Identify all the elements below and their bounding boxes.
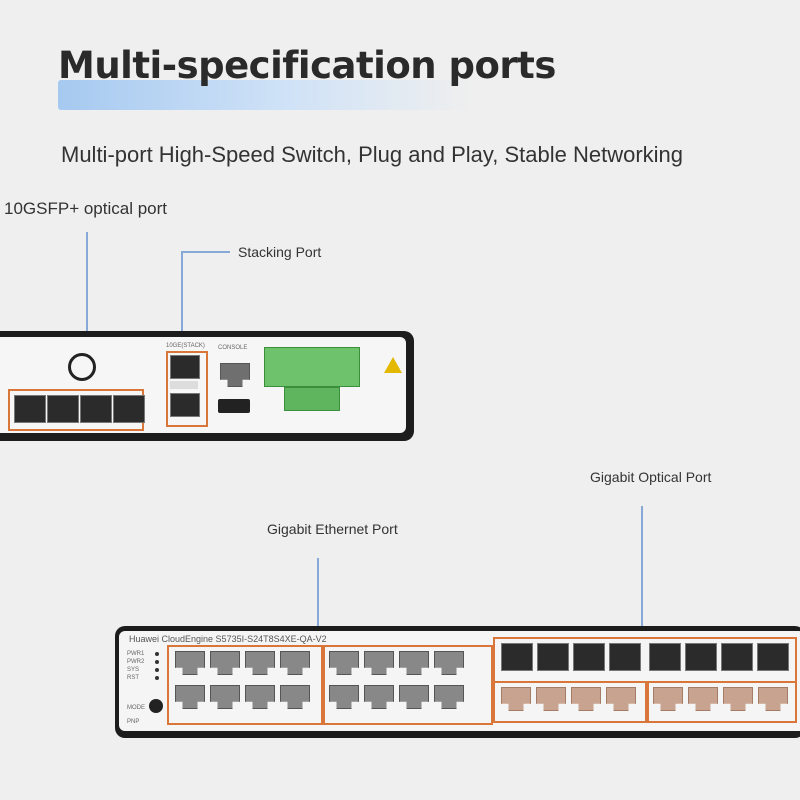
power-terminal-block	[264, 347, 360, 387]
callout-stacking-label: Stacking Port	[238, 244, 322, 260]
callout-stacking-vline	[181, 251, 183, 387]
stack-indicator-icon	[170, 381, 198, 389]
sfp-plus-port	[14, 395, 46, 423]
title-underline-bar	[58, 80, 472, 110]
power-terminal-connector	[284, 387, 340, 411]
led-indicator	[155, 660, 159, 664]
led-label: PWR2	[127, 659, 145, 665]
stacking-port	[170, 393, 200, 417]
console-label: CONSOLE	[218, 345, 248, 351]
callout-gigabit-optical-line	[641, 506, 643, 646]
model-label: Huawei CloudEngine S5735I-S24T8S4XE-QA-V…	[129, 634, 327, 644]
warning-icon	[384, 357, 402, 373]
mode-label: MODE	[127, 705, 145, 711]
gigabit-ethernet-highlight	[323, 645, 493, 725]
gigabit-ethernet-highlight	[167, 645, 323, 725]
led-label: RST	[127, 675, 139, 681]
ground-screw-icon	[68, 353, 96, 381]
switch-rear-panel: 10GE(STACK) CONSOLE	[0, 331, 414, 441]
optical-port	[609, 643, 641, 671]
mode-button[interactable]	[149, 699, 163, 713]
page-title: Multi-specification ports	[58, 44, 556, 87]
callout-sfp-plus-line	[86, 232, 88, 392]
switch-front-panel: Huawei CloudEngine S5735I-S24T8S4XE-QA-V…	[115, 626, 800, 738]
led-indicator	[155, 676, 159, 680]
callout-stacking-hline	[182, 251, 230, 253]
callout-gigabit-optical-label: Gigabit Optical Port	[590, 469, 712, 485]
front-panel-face: Huawei CloudEngine S5735I-S24T8S4XE-QA-V…	[119, 631, 800, 731]
stack-label: 10GE(STACK)	[166, 343, 205, 349]
stacking-port	[170, 355, 200, 379]
led-indicator	[155, 652, 159, 656]
callout-gigabit-ethernet-line	[317, 558, 319, 653]
optical-port	[537, 643, 569, 671]
optical-port	[573, 643, 605, 671]
page-subtitle: Multi-port High-Speed Switch, Plug and P…	[61, 142, 684, 167]
callout-gigabit-ethernet-label: Gigabit Ethernet Port	[267, 521, 398, 537]
optical-port	[501, 643, 533, 671]
stacking-port-highlight	[166, 351, 208, 427]
sfp-plus-port	[47, 395, 79, 423]
rear-panel-face: 10GE(STACK) CONSOLE	[0, 337, 406, 433]
led-label: SYS	[127, 667, 140, 673]
optical-port	[649, 643, 681, 671]
led-indicator	[155, 668, 159, 672]
sfp-plus-port	[113, 395, 145, 423]
optical-port	[721, 643, 753, 671]
combo-ethernet-highlight	[493, 681, 647, 723]
optical-port	[757, 643, 789, 671]
combo-ethernet-highlight	[647, 681, 797, 723]
pnp-label: PNP	[127, 719, 140, 725]
optical-port	[685, 643, 717, 671]
console-port	[220, 363, 250, 387]
usb-port	[218, 399, 250, 413]
callout-sfp-plus-label: 10GSFP+ optical port	[4, 199, 168, 218]
sfp-plus-port	[80, 395, 112, 423]
title-block: Multi-specification ports	[58, 38, 556, 110]
led-label: PWR1	[127, 651, 145, 657]
